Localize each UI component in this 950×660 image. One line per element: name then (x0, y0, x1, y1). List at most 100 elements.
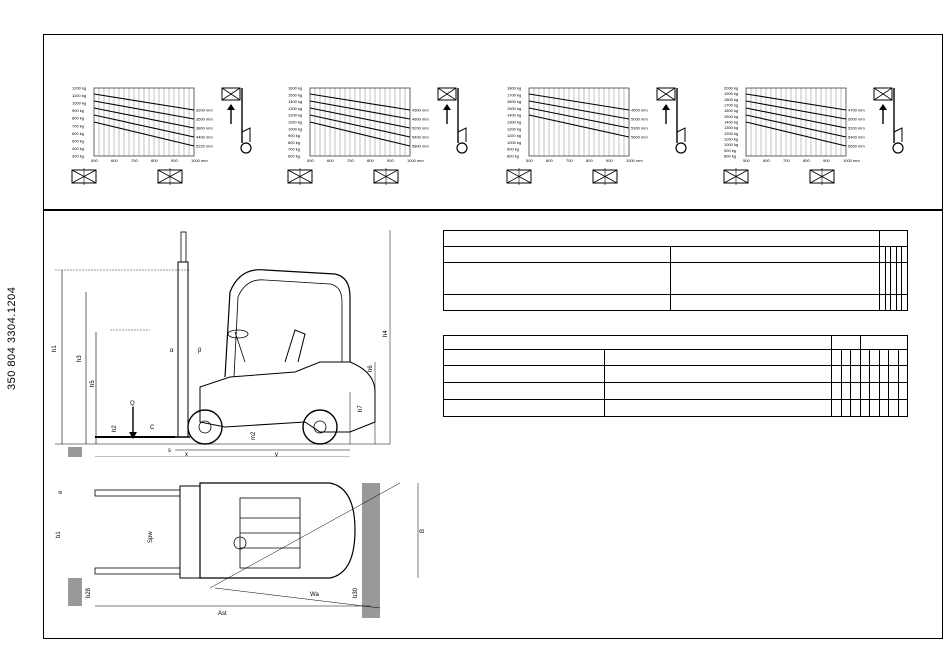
x-tick-label: 700 (131, 158, 138, 163)
dim-x: x (185, 452, 188, 457)
x-tick-label: 600 (327, 158, 334, 163)
wheel-icon (240, 142, 252, 154)
load-curve (93, 100, 195, 120)
y-tick-label: 500 kg (72, 138, 84, 143)
cell (859, 349, 871, 366)
curve-label: 3800 mm (196, 126, 213, 131)
cell (888, 399, 899, 417)
dim-b28: b28 (86, 587, 92, 598)
x-tick-label: 800 (367, 158, 374, 163)
y-tick-label: 900 kg (288, 133, 300, 138)
curve-label: 5400 mm (412, 135, 429, 140)
load-box-icon (437, 87, 457, 101)
y-tick-label: 900 kg (724, 148, 736, 153)
cell (850, 399, 861, 417)
y-tick-label: 1200 kg (72, 86, 86, 91)
load-curve (528, 93, 630, 111)
cell (603, 399, 833, 417)
curve-label: 5300 mm (631, 126, 648, 131)
cell (901, 294, 908, 311)
curve-label: 5000 mm (631, 117, 648, 122)
y-tick-label: 1000 kg (72, 101, 86, 106)
load-curve (745, 107, 847, 129)
load-curve (309, 100, 411, 120)
cell (443, 399, 605, 417)
y-tick-label: 800 kg (72, 116, 84, 121)
cell (831, 335, 861, 350)
dim-Q: Q (130, 401, 135, 407)
drawings-panel (43, 209, 943, 639)
dim-beta: β (198, 348, 202, 354)
cell (840, 349, 852, 366)
forklift-top-view: e b1 Spw B b28 b30 Wa Ast (56, 482, 426, 618)
y-tick-label: 1000 kg (288, 126, 302, 131)
cell (840, 382, 852, 400)
y-tick-label: 700 kg (72, 123, 84, 128)
load-curve (528, 114, 630, 138)
y-tick-label: 300 kg (72, 154, 84, 159)
y-tick-label: 1700 kg (507, 92, 521, 97)
spec-table-2 (442, 335, 909, 417)
load-box-icon (873, 87, 893, 101)
cell (840, 365, 852, 383)
dim-h6: h6 (368, 365, 374, 372)
x-tick-label: 500 (526, 158, 533, 163)
x-tick-label: 500 (307, 158, 314, 163)
x-tick-label: 900 (823, 158, 830, 163)
load-box-icon (437, 87, 457, 101)
seat-icon (676, 127, 686, 142)
x-tick-label: 600 (111, 158, 118, 163)
load-box-icon (656, 87, 676, 101)
dim-C: C (150, 425, 155, 431)
cell (443, 262, 671, 295)
cell (901, 246, 908, 263)
cell (603, 365, 833, 383)
dim-h1: h1 (52, 345, 58, 352)
dim-Wa: Wa (310, 592, 319, 598)
y-tick-label: 600 kg (288, 154, 300, 159)
curve-label: 5200 mm (412, 126, 429, 131)
y-tick-label: 1400 kg (288, 99, 302, 104)
up-arrow-icon (227, 104, 235, 110)
y-tick-label: 1900 kg (724, 91, 738, 96)
load-curve (309, 121, 411, 147)
load-curve (93, 107, 195, 129)
cell (443, 294, 671, 311)
seat-icon (241, 127, 251, 142)
y-tick-label: 1000 kg (507, 140, 521, 145)
curve-label: 4500 mm (631, 108, 648, 113)
dim-y: y (275, 452, 278, 457)
x-tick-label: 500 (743, 158, 750, 163)
y-tick-label: 900 kg (507, 147, 519, 152)
y-tick-label: 1600 kg (724, 108, 738, 113)
load-curve (93, 93, 195, 111)
x-tick-label: 600 (546, 158, 553, 163)
curve-label: 3500 mm (196, 117, 213, 122)
load-curve (309, 114, 411, 138)
seat-icon (893, 127, 903, 142)
dim-Spw: Spw (148, 531, 154, 543)
dim-h3: h3 (77, 355, 83, 362)
cell (850, 349, 861, 366)
cell (869, 349, 880, 366)
x-tick-label: 800 (151, 158, 158, 163)
y-tick-label: 1100 kg (72, 93, 86, 98)
x-tick-label: 1000 mm (626, 158, 643, 163)
seat-icon (457, 127, 467, 142)
cell (443, 382, 605, 400)
y-tick-label: 1200 kg (507, 126, 521, 131)
cell (869, 365, 880, 383)
dim-Ast: Ast (218, 611, 227, 617)
curve-label: 4800 mm (412, 117, 429, 122)
cell (901, 262, 908, 295)
spec-table-1 (442, 230, 908, 311)
load-curve (93, 114, 195, 138)
x-tick-label: 900 (171, 158, 178, 163)
cell (443, 246, 671, 263)
y-tick-label: 1700 kg (724, 103, 738, 108)
